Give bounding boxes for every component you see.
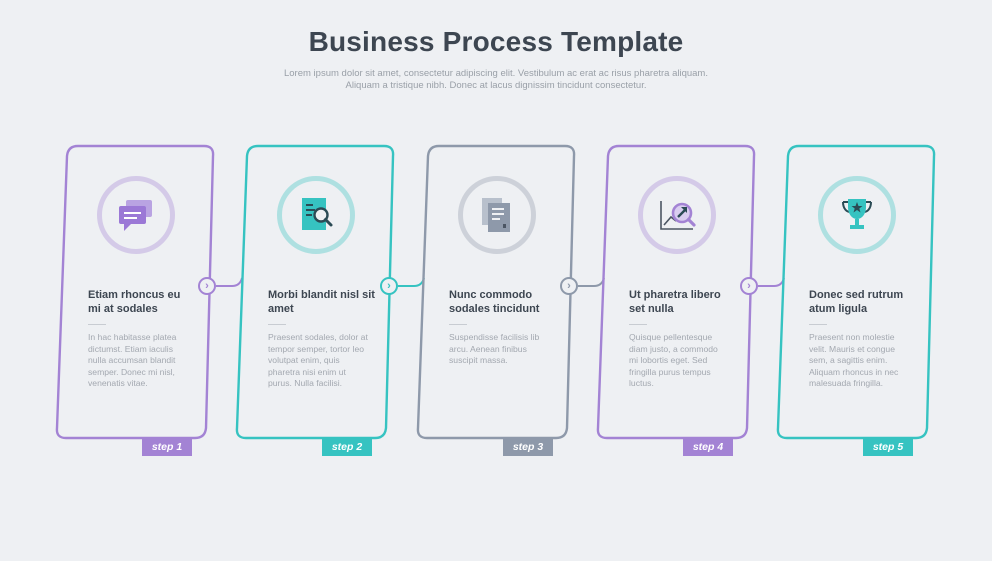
step-title: Etiam rhoncus eu mi at sodales: [88, 289, 181, 315]
trophy-icon: [842, 199, 872, 229]
step-frame: [416, 144, 576, 440]
chat-bubbles-icon: [119, 200, 152, 231]
step-tag: step 4: [683, 438, 733, 456]
step-frame: [235, 144, 395, 440]
step-frame: [776, 144, 936, 440]
step-tag: step 2: [322, 438, 372, 456]
divider: [268, 324, 286, 325]
growth-chart-icon: [660, 201, 696, 230]
step-tag: step 1: [142, 438, 192, 456]
icon-circle: [277, 176, 355, 254]
step-frame-outline: [596, 144, 756, 440]
step-card-5: Donec sed rutrum atum ligula Praesent no…: [776, 144, 936, 456]
step-description: Praesent sodales, dolor at tempor semper…: [268, 332, 368, 389]
page-subtitle: Lorem ipsum dolor sit amet, consectetur …: [283, 68, 708, 91]
step-description: Quisque pellentesque diam justo, a commo…: [629, 332, 718, 389]
document-search-icon: [302, 198, 333, 230]
step-card-2: Morbi blandit nisl sit amet Praesent sod…: [235, 144, 395, 456]
step-description: Praesent non molestie velit. Mauris et c…: [809, 332, 899, 389]
step-title: Ut pharetra libero set nulla: [629, 289, 721, 315]
divider: [629, 324, 647, 325]
documents-icon: [482, 198, 510, 232]
step-title: Nunc commodo sodales tincidunt: [449, 289, 540, 315]
icon-circle: [458, 176, 536, 254]
step-card-3: Nunc commodo sodales tincidunt Suspendis…: [416, 144, 576, 456]
step-frame-outline: [55, 144, 215, 440]
icon-circle: [818, 176, 896, 254]
chevron-right-icon: ›: [198, 277, 216, 295]
divider: [809, 324, 827, 325]
divider: [88, 324, 106, 325]
step-tag: step 3: [503, 438, 553, 456]
step-card-4: Ut pharetra libero set nulla Quisque pel…: [596, 144, 756, 456]
step-tag: step 5: [863, 438, 913, 456]
page-title: Business Process Template: [308, 26, 684, 57]
step-description: In hac habitasse platea dictumst. Etiam …: [88, 332, 177, 389]
step-frame-outline: [776, 144, 936, 440]
icon-circle: [638, 176, 716, 254]
icon-circle: [97, 176, 175, 254]
step-title: Donec sed rutrum atum ligula: [809, 289, 904, 315]
step-card-1: Etiam rhoncus eu mi at sodales In hac ha…: [55, 144, 215, 456]
step-frame: [596, 144, 756, 440]
divider: [449, 324, 467, 325]
step-title: Morbi blandit nisl sit amet: [268, 289, 375, 315]
step-description: Suspendisse facilisis lib arcu. Aenean f…: [449, 332, 540, 366]
chevron-right-icon: ›: [560, 277, 578, 295]
step-frame: [55, 144, 215, 440]
step-frame-outline: [416, 144, 576, 440]
chevron-right-icon: ›: [740, 277, 758, 295]
step-frame-outline: [235, 144, 395, 440]
chevron-right-icon: ›: [380, 277, 398, 295]
